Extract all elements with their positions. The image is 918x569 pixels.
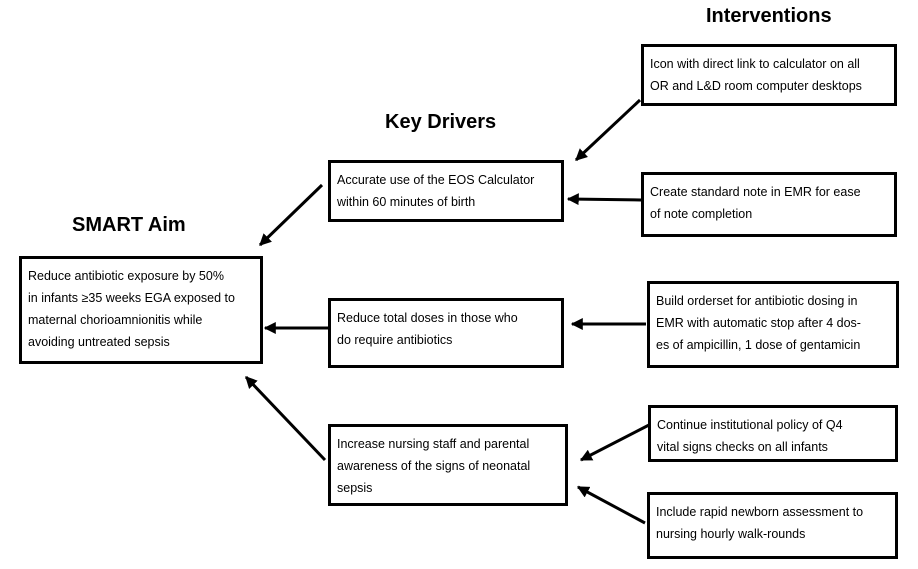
key-driver-line: do require antibiotics (337, 333, 453, 347)
intervention-line: Build orderset for antibiotic dosing in (656, 294, 858, 308)
arrow-intervention-2-to-driver-1 (566, 193, 642, 206)
arrow-driver-3-to-aim (244, 375, 327, 462)
smart-aim-line: in infants ≥35 weeks EGA exposed to (28, 291, 235, 305)
key-drivers-heading: Key Drivers (385, 111, 497, 133)
arrow-driver-1-to-aim (258, 183, 324, 247)
intervention-box-2: Create standard note in EMR for ease of … (641, 172, 897, 237)
key-driver-line: awareness of the signs of neonatal (337, 459, 531, 473)
intervention-line: es of ampicillin, 1 dose of gentamicin (656, 338, 861, 352)
intervention-box-1: Icon with direct link to calculator on a… (641, 44, 897, 106)
intervention-line: Include rapid newborn assessment to (656, 505, 864, 519)
intervention-box-4: Continue institutional policy of Q4 vita… (648, 405, 898, 462)
intervention-line: OR and L&D room computer desktops (650, 79, 862, 93)
key-driver-line: Increase nursing staff and parental (337, 437, 530, 451)
key-driver-line: Accurate use of the EOS Calculator (337, 173, 535, 187)
smart-aim-line: maternal chorioamnionitis while (28, 313, 203, 327)
key-driver-box-1: Accurate use of the EOS Calculator withi… (328, 160, 564, 222)
intervention-line: EMR with automatic stop after 4 dos- (656, 316, 861, 330)
key-driver-line: sepsis (337, 481, 373, 495)
key-driver-line: Reduce total doses in those who (337, 311, 518, 325)
intervention-line: Icon with direct link to calculator on a… (650, 57, 860, 71)
smart-aim-line: Reduce antibiotic exposure by 50% (28, 269, 224, 283)
arrow-intervention-4-to-driver-3 (579, 423, 650, 462)
intervention-line: Create standard note in EMR for ease (650, 185, 861, 199)
arrow-intervention-5-to-driver-3 (576, 485, 646, 525)
intervention-box-5: Include rapid newborn assessment to nurs… (647, 492, 898, 559)
key-driver-line: within 60 minutes of birth (337, 195, 476, 209)
smart-aim-heading: SMART Aim (72, 214, 186, 236)
arrow-intervention-1-to-driver-1 (574, 98, 642, 162)
key-driver-box-3: Increase nursing staff and parental awar… (328, 424, 568, 506)
intervention-line: nursing hourly walk-rounds (656, 527, 806, 541)
intervention-line: Continue institutional policy of Q4 (657, 418, 843, 432)
smart-aim-box: Reduce antibiotic exposure by 50% in inf… (19, 256, 263, 364)
intervention-box-3: Build orderset for antibiotic dosing in … (647, 281, 899, 368)
intervention-line: of note completion (650, 207, 753, 221)
key-driver-box-2: Reduce total doses in those who do requi… (328, 298, 564, 368)
intervention-line: vital signs checks on all infants (657, 440, 828, 454)
interventions-heading: Interventions (706, 5, 832, 27)
smart-aim-line: avoiding untreated sepsis (28, 335, 170, 349)
